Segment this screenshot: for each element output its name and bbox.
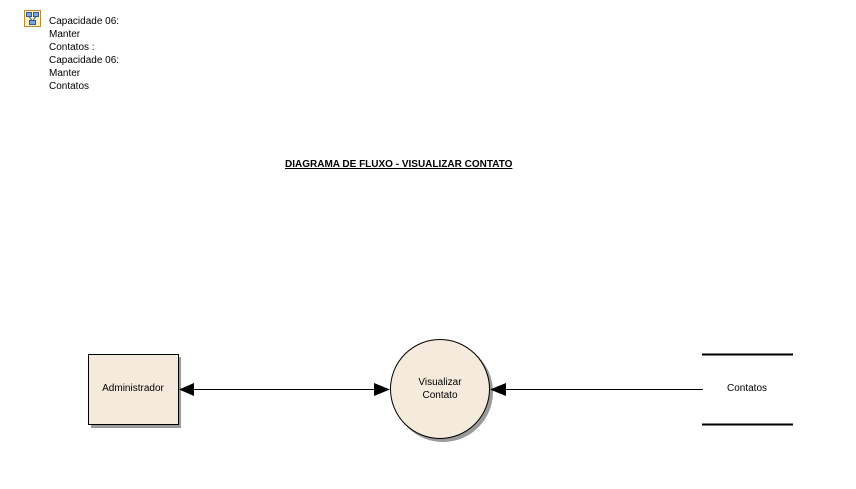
header-line: Capacidade 06: (49, 55, 120, 66)
header-line: Capacidade 06: (49, 16, 120, 27)
process-visualizar-contato[interactable] (390, 339, 490, 439)
process-label-line: Contato (422, 390, 458, 401)
diagram-icon[interactable] (24, 10, 41, 27)
header-line: Manter (49, 68, 81, 79)
flow-contatos-visualizar-contato[interactable] (490, 383, 703, 396)
arrowhead-right (374, 383, 390, 396)
external-entity-administrador[interactable] (88, 354, 179, 425)
header-line: Contatos (49, 81, 90, 92)
diagram-header-text: Capacidade 06: Manter Contatos : Capacid… (49, 15, 169, 93)
header-line: Contatos : (49, 42, 95, 53)
data-store-contatos[interactable] (702, 353, 793, 426)
data-store-label: Contatos (726, 383, 768, 394)
external-entity-label: Administrador (102, 383, 164, 394)
arrowhead-left (179, 383, 194, 396)
process-label: Visualizar Contato (390, 376, 490, 402)
diagram-title: DIAGRAMA DE FLUXO - VISUALIZAR CONTATO (285, 159, 513, 170)
process-label-line: Visualizar (418, 377, 462, 388)
header-line: Manter (49, 29, 81, 40)
flow-administrador-visualizar-contato[interactable] (179, 383, 390, 396)
arrowhead-left (490, 383, 506, 396)
